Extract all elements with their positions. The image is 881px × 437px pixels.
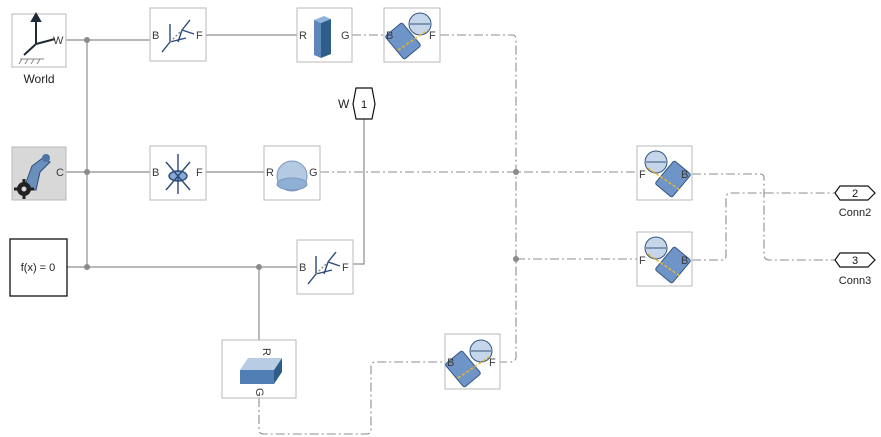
joint-icon	[644, 150, 691, 198]
constraint-label: f(x) = 0	[21, 262, 56, 274]
joint-right-1-block[interactable]: F B	[636, 145, 693, 201]
transform-mid-port-f: F	[196, 167, 203, 179]
sphere-solid-port-g: G	[309, 167, 318, 179]
world-caption: World	[23, 72, 54, 86]
brick-solid-block[interactable]: R G	[221, 339, 297, 399]
joint-icon	[385, 12, 432, 60]
world-frame-icon	[18, 11, 56, 65]
rigid-transform-mid-block[interactable]: B F	[149, 145, 207, 201]
joint-right-2-port-f: F	[639, 255, 646, 267]
transform-top-port-f: F	[196, 30, 203, 42]
junction-dot	[513, 256, 519, 262]
conn3-number: 3	[852, 255, 858, 267]
junction-dot	[513, 169, 519, 175]
box-solid-port-r: R	[299, 30, 307, 42]
w-port-label: W	[338, 97, 350, 111]
mechanism-configuration-block[interactable]: C	[11, 146, 67, 201]
conn2-label: Conn2	[839, 207, 871, 219]
brick-solid-port-g: G	[253, 388, 265, 397]
transform-icon	[161, 19, 195, 53]
constraint-block[interactable]: f(x) = 0	[9, 238, 68, 297]
junction-dot	[256, 264, 262, 270]
disk-solid-icon	[276, 160, 308, 192]
box-solid-icon	[314, 16, 331, 58]
solver-port-c-label: C	[56, 167, 64, 179]
rigid-transform-low-block[interactable]: B F	[296, 239, 354, 295]
robot-arm-icon	[23, 154, 51, 191]
box-solid-port-g: G	[341, 30, 350, 42]
transform-low-port-f: F	[342, 262, 349, 274]
box-solid-block[interactable]: R G	[296, 7, 353, 63]
wire-transform-low-to-w-port[interactable]	[353, 119, 365, 265]
junction-dot	[84, 264, 90, 270]
joint-bottom-port-f: F	[489, 357, 496, 369]
joint-right-2-block[interactable]: F B	[636, 231, 693, 287]
w-port-block[interactable]: 1 W	[338, 87, 376, 120]
joint-right-2-port-b: B	[681, 255, 688, 267]
rigid-transform-top-block[interactable]: B F	[149, 7, 207, 62]
transform-top-port-b: B	[152, 30, 159, 42]
joint-icon	[445, 339, 493, 388]
joint-right-1-port-f: F	[639, 169, 646, 181]
brick-solid-port-r: R	[260, 348, 272, 356]
w-port-number: 1	[361, 99, 367, 111]
conn3-port[interactable]: 3 Conn3	[834, 252, 876, 287]
joint-top-port-b: B	[386, 30, 393, 42]
brick-solid-icon	[240, 358, 282, 384]
conn2-port[interactable]: 2 Conn2	[834, 185, 876, 219]
joint-bottom-port-b: B	[447, 357, 454, 369]
conn-joint-right-1-to-conn3[interactable]	[692, 173, 835, 261]
sphere-solid-port-r: R	[266, 167, 274, 179]
joint-bottom-block[interactable]: B F	[444, 333, 501, 390]
world-port-w-label: W	[53, 35, 64, 47]
transform-mid-port-b: B	[152, 167, 159, 179]
joint-top-port-f: F	[429, 30, 436, 42]
conn3-label: Conn3	[839, 275, 871, 287]
gear-icon	[14, 179, 34, 199]
joint-icon	[644, 236, 691, 284]
world-frame-block[interactable]: W World	[11, 11, 67, 86]
conn2-number: 2	[852, 188, 858, 200]
joint-top-block[interactable]: B F	[383, 7, 441, 63]
joint-right-1-port-b: B	[681, 169, 688, 181]
main-rail[interactable]	[66, 39, 88, 268]
junction-dot	[84, 169, 90, 175]
connection-lines	[66, 34, 835, 435]
transform-arrows-icon	[165, 154, 191, 194]
transform-low-port-b: B	[299, 262, 306, 274]
conn-joint-top-to-bus[interactable]	[440, 34, 517, 363]
transform-icon	[307, 251, 341, 285]
conn-brick-to-joint-bottom[interactable]	[258, 361, 445, 435]
sphere-solid-block[interactable]: R G	[263, 145, 321, 201]
junction-dot	[84, 37, 90, 43]
